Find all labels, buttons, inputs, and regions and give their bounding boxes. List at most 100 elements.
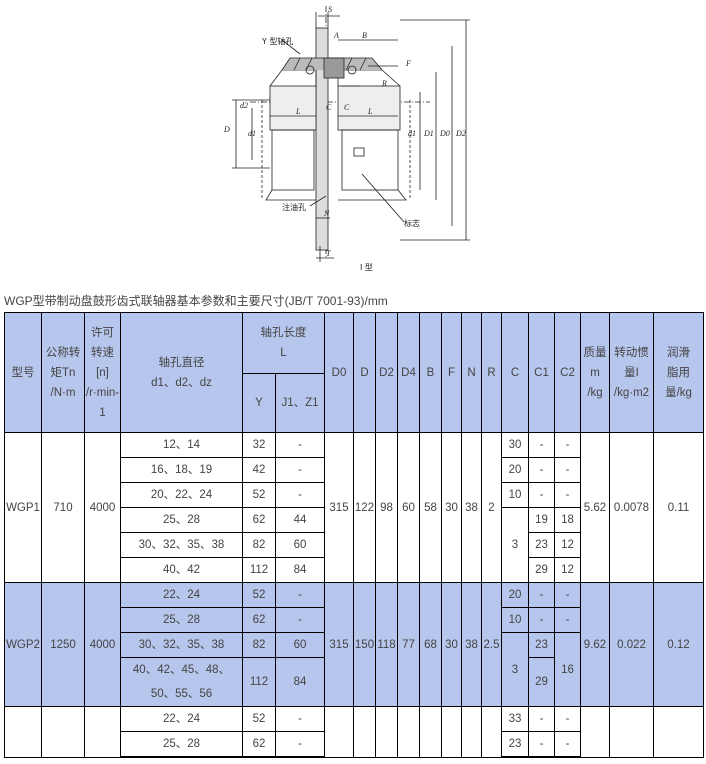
y-cell: 52 <box>242 582 276 608</box>
c-cell: 20 <box>501 582 529 608</box>
y-cell <box>242 756 276 758</box>
header-torque: 公称转矩Tn/N·m <box>41 312 85 433</box>
label-r: R <box>381 79 387 88</box>
label-d1-right: d1 <box>408 129 416 138</box>
j-cell: 60 <box>275 632 325 658</box>
bore-cell: 30、32、35、38 <box>120 632 243 658</box>
c-cell: 10 <box>501 482 529 508</box>
label-d: D <box>223 125 230 134</box>
wgp3-grease <box>653 706 704 758</box>
bore-cell: 22、24 <box>120 706 243 732</box>
label-b: B <box>362 31 367 40</box>
j-cell: 84 <box>275 557 325 583</box>
table-row: 22、24 52 - 33 - - <box>4 706 704 758</box>
j-cell: 60 <box>275 532 325 558</box>
c2-cell: - <box>554 432 581 458</box>
wgp1-f: 30 <box>441 432 462 583</box>
header-c1: C1 <box>528 312 555 433</box>
wgp2-d2: 118 <box>375 582 398 707</box>
wgp1-grease: 0.11 <box>653 432 704 583</box>
j-cell: 44 <box>275 507 325 533</box>
c1-cell: - <box>528 607 555 633</box>
wgp2-c1-merged: 29 <box>528 657 555 707</box>
bore-cell: 25、28 <box>120 507 243 533</box>
wgp2-d0: 315 <box>324 582 354 707</box>
header-grease: 润滑脂用量/kg <box>653 312 704 433</box>
header-speed: 许可转速[n]/r·min-1 <box>84 312 121 433</box>
wgp2-d: 150 <box>353 582 376 707</box>
y-cell: 82 <box>242 632 276 658</box>
header-d2: D2 <box>375 312 398 433</box>
wgp1-d: 122 <box>353 432 376 583</box>
y-cell: 42 <box>242 457 276 483</box>
c-cell: 33 <box>501 706 529 732</box>
table-row: 30、32、35、38 82 60 3 23 16 <box>5 632 704 707</box>
wgp3-torque <box>41 706 85 758</box>
c1-cell: 29 <box>528 557 555 583</box>
j-cell: - <box>275 482 325 508</box>
bore-cell: 22、24 <box>120 582 243 608</box>
y-cell: 62 <box>242 507 276 533</box>
bore-cell: 40、42 <box>120 557 243 583</box>
wgp3-b <box>419 706 442 758</box>
y-cell: 32 <box>242 432 276 458</box>
j-cell: 84 <box>275 657 325 707</box>
wgp2-c-merged: 3 <box>501 632 529 707</box>
c2-cell: 18 <box>554 507 581 533</box>
label-mark: 标志 <box>404 218 420 228</box>
bore-cell: 20、22、24 <box>120 482 243 508</box>
c2-cell: - <box>554 607 581 633</box>
header-d0: D0 <box>324 312 354 433</box>
bore-cell: 40、42、45、48、50、55、56 <box>120 657 243 707</box>
wgp3-f <box>441 706 462 758</box>
label-s: S <box>328 5 332 14</box>
y-cell: 52 <box>242 482 276 508</box>
wgp1-d0: 315 <box>324 432 354 583</box>
c1-cell: 23 <box>528 632 555 658</box>
label-oil-hole: 注油孔 <box>282 202 306 212</box>
wgp3-d0 <box>324 706 354 758</box>
bore-cell: 12、14 <box>120 432 243 458</box>
wgp1-torque: 710 <box>41 432 85 583</box>
c1-cell: - <box>528 457 555 483</box>
wgp3-inertia <box>609 706 654 758</box>
bore-cell <box>120 756 243 758</box>
j-cell: - <box>275 582 325 608</box>
wgp1-d4: 60 <box>397 432 420 583</box>
bore-cell: 16、18、19 <box>120 457 243 483</box>
wgp1-mass: 5.62 <box>580 432 610 583</box>
c-cell: 20 <box>501 457 529 483</box>
c1-cell <box>528 756 555 758</box>
wgp2-speed: 4000 <box>84 582 121 707</box>
label-n: N <box>323 209 330 218</box>
c1-cell: - <box>528 731 555 757</box>
label-D2: D2 <box>455 129 466 138</box>
label-c-left: C <box>326 103 332 112</box>
wgp1-b: 58 <box>419 432 442 583</box>
c2-cell: 12 <box>554 532 581 558</box>
header-inertia: 转动惯量I/kg·m2 <box>609 312 654 433</box>
header-length-y: Y <box>242 373 276 433</box>
wgp2-model: WGP2 <box>4 582 42 707</box>
wgp1-n: 38 <box>461 432 482 583</box>
label-l-left: L <box>295 107 301 116</box>
wgp2-f: 30 <box>441 582 462 707</box>
c2-cell: - <box>554 482 581 508</box>
c1-cell: - <box>528 706 555 732</box>
c1-cell: - <box>528 482 555 508</box>
j-cell: - <box>275 607 325 633</box>
wgp3-model <box>4 706 42 758</box>
c1-cell: 23 <box>528 532 555 558</box>
c2-cell <box>554 756 581 758</box>
table-row: 40、42 112 84 29 12 <box>5 557 704 583</box>
j-cell <box>275 756 325 758</box>
c1-cell: - <box>528 432 555 458</box>
header-f: F <box>441 312 462 433</box>
wgp2-n: 38 <box>461 582 482 707</box>
label-D1: D1 <box>423 129 434 138</box>
label-f: F <box>405 59 411 68</box>
label-t: T <box>326 249 331 258</box>
wgp3-mass <box>580 706 610 758</box>
wgp3-d4 <box>397 706 420 758</box>
